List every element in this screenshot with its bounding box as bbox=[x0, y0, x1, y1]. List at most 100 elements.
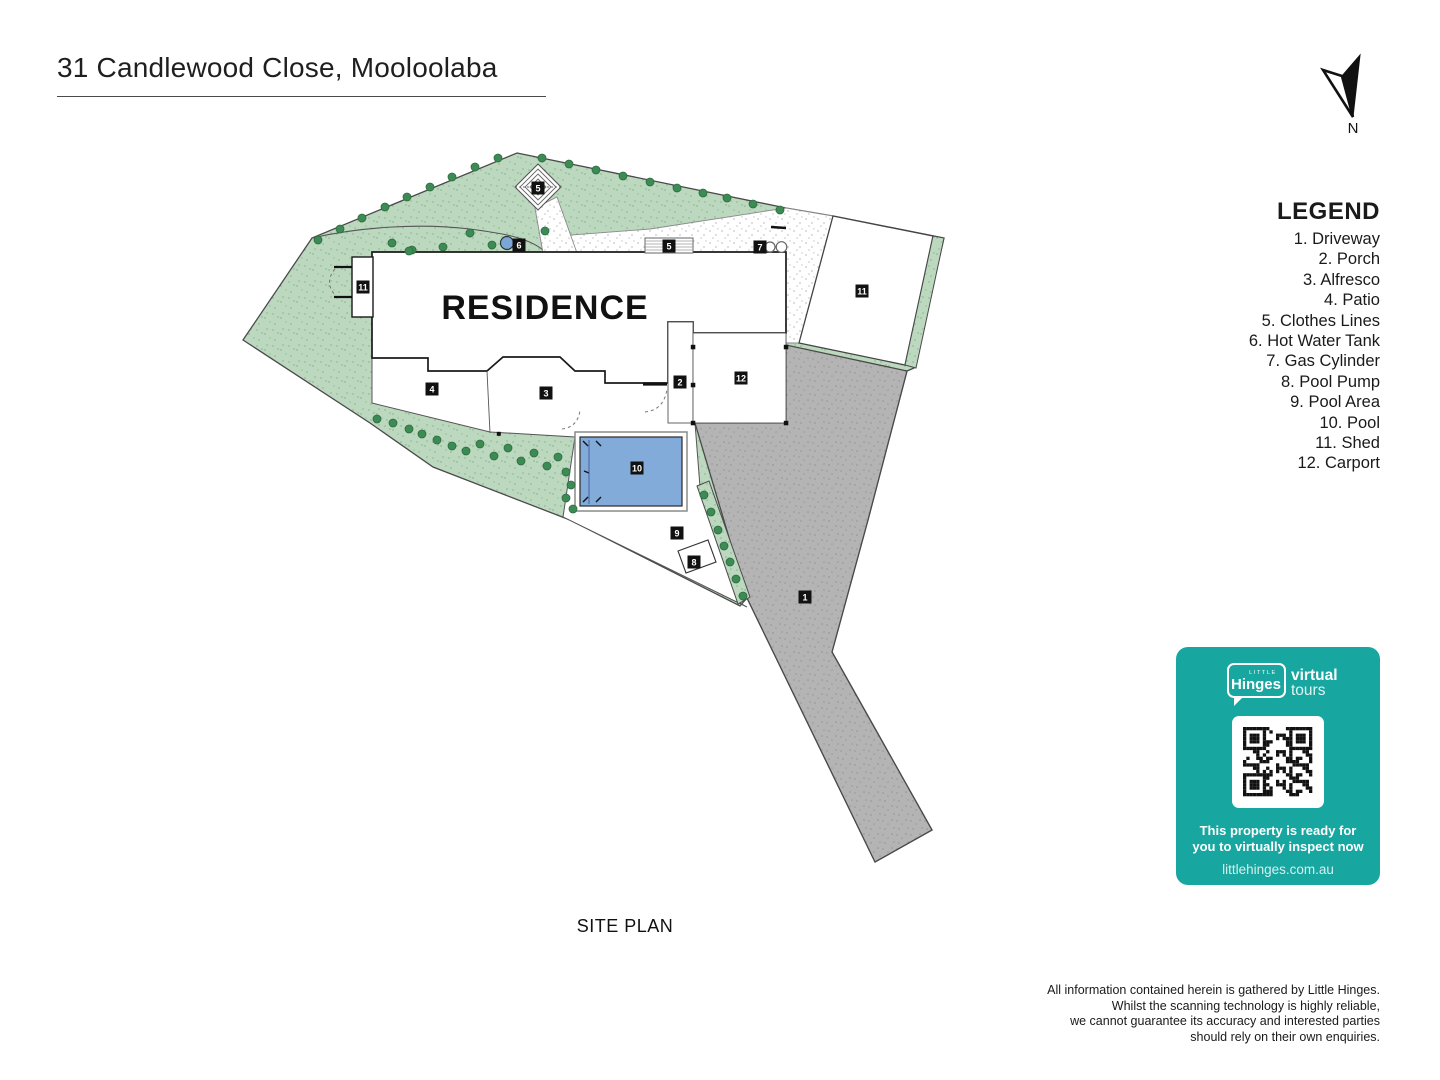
svg-text:9: 9 bbox=[674, 528, 679, 538]
north-arrow-icon: N bbox=[1319, 53, 1361, 137]
legend-item: 12. Carport bbox=[1297, 454, 1380, 473]
gas-cylinders bbox=[764, 241, 788, 253]
fence-gate-arc bbox=[329, 268, 336, 296]
tree-icon bbox=[372, 414, 382, 424]
fence-gate-left bbox=[334, 265, 352, 299]
pool-marks bbox=[582, 440, 602, 504]
plan-marker-11: 11 bbox=[855, 284, 869, 298]
gate-line bbox=[770, 225, 787, 230]
garden-strip-right bbox=[904, 235, 945, 369]
tree-icon bbox=[402, 192, 412, 202]
tree-icon bbox=[564, 159, 574, 169]
disclaimer-line: Whilst the scanning technology is highly… bbox=[1111, 998, 1380, 1013]
tree-icon bbox=[561, 467, 571, 477]
card-tagline-line2: you to virtually inspect now bbox=[1192, 838, 1364, 854]
logo-little-text: LITTLE bbox=[1249, 670, 1277, 676]
tree-icon bbox=[645, 177, 655, 187]
trees bbox=[313, 153, 785, 601]
tree-icon bbox=[713, 525, 723, 535]
legend-item: 10. Pool bbox=[1319, 413, 1380, 432]
tree-icon bbox=[503, 443, 513, 453]
tree-icon bbox=[417, 429, 427, 439]
tree-icon bbox=[447, 172, 457, 182]
plan-marker-12: 12 bbox=[734, 371, 748, 385]
plan-marker-6: 6 bbox=[512, 238, 526, 252]
north-label: N bbox=[1348, 120, 1359, 137]
tree-icon bbox=[313, 235, 323, 245]
tree-icon bbox=[516, 456, 526, 466]
residence-label: RESIDENCE bbox=[441, 289, 648, 327]
disclaimer-line: we cannot guarantee its accuracy and int… bbox=[1070, 1014, 1380, 1029]
tree-icon bbox=[699, 490, 709, 500]
patio-division bbox=[486, 370, 491, 434]
disclaimer-line: All information contained herein is gath… bbox=[1047, 983, 1380, 997]
tree-icon bbox=[561, 493, 571, 503]
svg-text:10: 10 bbox=[632, 463, 642, 473]
plan-caption: SITE PLAN bbox=[576, 916, 674, 936]
svg-text:11: 11 bbox=[358, 282, 368, 292]
qr-code bbox=[1232, 716, 1324, 808]
tree-icon bbox=[529, 448, 539, 458]
plan-marker-9: 9 bbox=[670, 526, 684, 540]
door-swing-arc bbox=[644, 388, 668, 413]
tree-icon bbox=[748, 199, 758, 209]
legend-item: 5. Clothes Lines bbox=[1261, 311, 1380, 330]
legend-item: 7. Gas Cylinder bbox=[1266, 352, 1380, 371]
tree-icon bbox=[470, 162, 480, 172]
tree-icon bbox=[775, 205, 785, 215]
tree-icon bbox=[568, 504, 578, 514]
tree-icon bbox=[553, 452, 563, 462]
tree-icon bbox=[438, 242, 448, 252]
plan-marker-3: 3 bbox=[539, 386, 553, 400]
tree-icon bbox=[566, 480, 576, 490]
plan-marker-10: 10 bbox=[630, 461, 644, 475]
svg-text:1: 1 bbox=[802, 592, 807, 602]
tree-icon bbox=[542, 461, 552, 471]
plan-marker-5: 5 bbox=[531, 181, 545, 195]
tree-icon bbox=[447, 441, 457, 451]
legend-item: 9. Pool Area bbox=[1290, 393, 1380, 412]
legend-title: LEGEND bbox=[1276, 198, 1380, 225]
logo-virtual-text: virtual bbox=[1291, 667, 1338, 684]
disclaimer-line: should rely on their own enquiries. bbox=[1190, 1029, 1380, 1044]
tree-icon bbox=[493, 153, 503, 163]
svg-text:3: 3 bbox=[543, 388, 548, 398]
tree-icon bbox=[489, 451, 499, 461]
tree-icon bbox=[388, 418, 398, 428]
svg-text:2: 2 bbox=[677, 377, 682, 387]
little-hinges-logo: LITTLE Hinges virtual tours bbox=[1176, 661, 1380, 713]
tree-icon bbox=[461, 446, 471, 456]
tree-icon bbox=[404, 424, 414, 434]
plan-marker-7: 7 bbox=[753, 240, 767, 254]
legend-item: 8. Pool Pump bbox=[1280, 372, 1380, 391]
tree-icon bbox=[540, 226, 550, 236]
tree-icon bbox=[725, 557, 735, 567]
tree-icon bbox=[672, 183, 682, 193]
legend-item: 6. Hot Water Tank bbox=[1248, 332, 1380, 351]
plan-marker-8: 8 bbox=[687, 555, 701, 569]
svg-text:5: 5 bbox=[535, 183, 540, 193]
svg-text:11: 11 bbox=[857, 286, 867, 296]
legend-item: 2. Porch bbox=[1318, 250, 1380, 269]
tree-icon bbox=[475, 439, 485, 449]
legend-item: 11. Shed bbox=[1315, 434, 1380, 453]
tree-icon bbox=[380, 202, 390, 212]
tree-icon bbox=[404, 246, 414, 256]
svg-text:6: 6 bbox=[516, 240, 521, 250]
tree-icon bbox=[465, 228, 475, 238]
logo-tours-text: tours bbox=[1291, 682, 1326, 699]
svg-text:12: 12 bbox=[736, 373, 746, 383]
title-underline bbox=[57, 96, 546, 97]
page-title: 31 Candlewood Close, Mooloolaba bbox=[57, 52, 498, 83]
tree-icon bbox=[357, 213, 367, 223]
tree-icon bbox=[722, 193, 732, 203]
hot-water-tank bbox=[499, 235, 515, 251]
tree-icon bbox=[731, 574, 741, 584]
tree-icon bbox=[618, 171, 628, 181]
card-tagline-line1: This property is ready for bbox=[1199, 823, 1357, 838]
legend-item: 1. Driveway bbox=[1293, 230, 1380, 248]
